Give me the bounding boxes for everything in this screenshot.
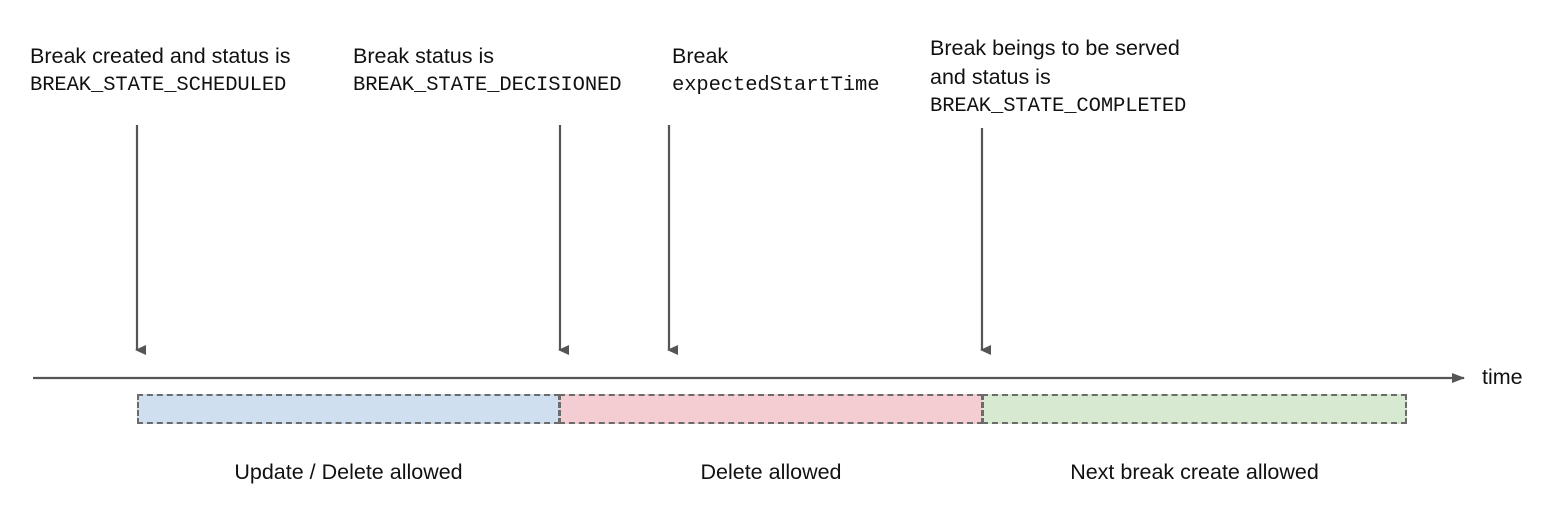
annotation-line: Break beings to be served [930,36,1180,60]
annotation-line: expectedStartTime [672,74,880,97]
phase-caption-scheduled: Update / Delete allowed [234,460,463,484]
annotation-line: BREAK_STATE_DECISIONED [353,74,622,97]
annotation-line: Break [672,44,729,68]
phase-bar-scheduled [137,394,560,424]
phase-bar-completed [982,394,1407,424]
annotation-line: and status is [930,65,1051,89]
annotation-break-decisioned: Break status is BREAK_STATE_DECISIONED [353,42,622,100]
annotation-break-completed: Break beings to be served and status is … [930,34,1186,121]
annotation-break-expected-start: Break expectedStartTime [672,42,880,100]
time-axis-label: time [1482,365,1523,389]
annotation-break-created: Break created and status is BREAK_STATE_… [30,42,291,100]
annotation-line: BREAK_STATE_SCHEDULED [30,74,287,97]
phase-caption-completed: Next break create allowed [1070,460,1319,484]
phase-caption-decisioned: Delete allowed [700,460,842,484]
annotation-line: Break created and status is [30,44,291,68]
annotation-line: Break status is [353,44,494,68]
phase-bar-decisioned [559,394,983,424]
annotation-line: BREAK_STATE_COMPLETED [930,95,1187,118]
